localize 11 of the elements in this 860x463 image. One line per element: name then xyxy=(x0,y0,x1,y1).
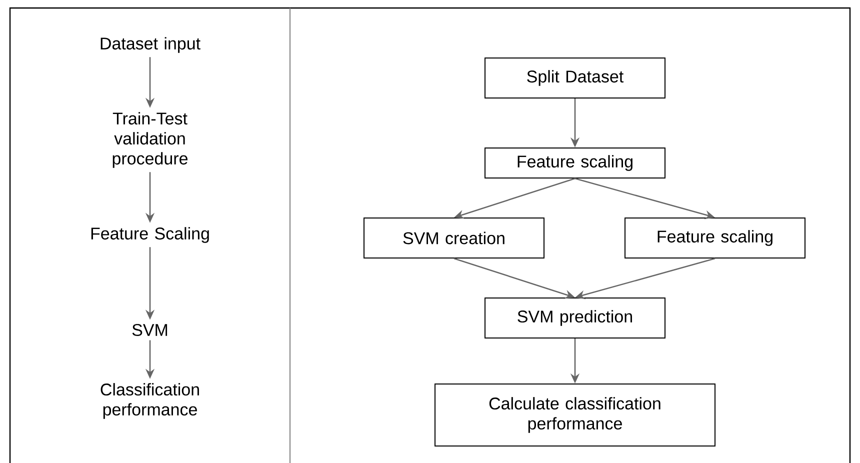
process-box: Feature scaling xyxy=(624,218,806,258)
step-text: Feature Scaling xyxy=(91,227,209,243)
process-box: Feature scaling xyxy=(484,148,666,178)
step-text: Classification performance xyxy=(100,383,199,419)
process-box: SVM creation xyxy=(364,218,544,258)
step-text: Dataset input xyxy=(100,37,200,53)
step-text: Train-Test validation procedure xyxy=(112,112,188,168)
process-box: Calculate classification performance xyxy=(434,384,716,446)
process-box: Split Dataset xyxy=(484,58,666,98)
process-box: SVM prediction xyxy=(484,298,666,338)
step-text: SVM xyxy=(132,324,168,336)
